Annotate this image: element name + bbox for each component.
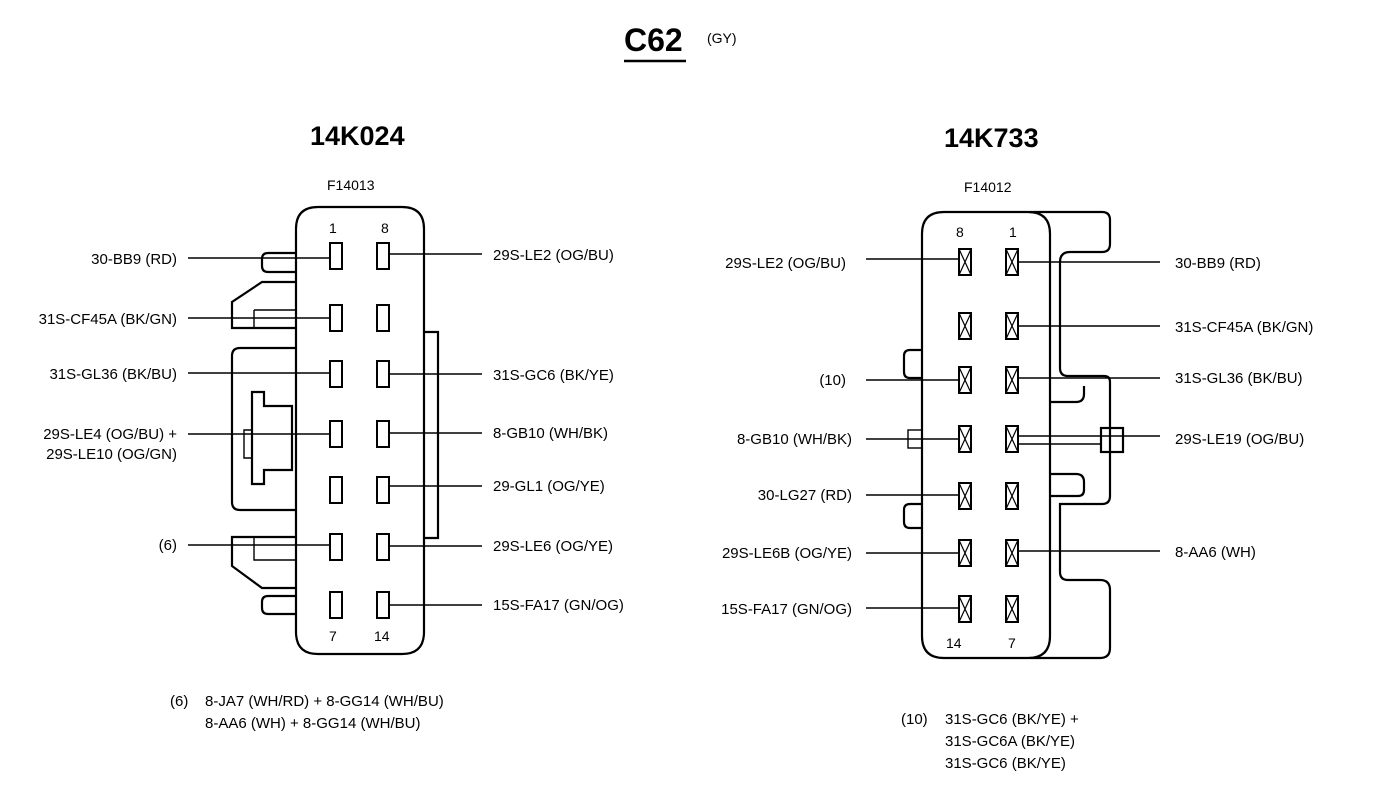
right-wire-label: 30-BB9 (RD) [1175,255,1261,272]
left-connector-body [294,205,426,656]
right-pin-number-8: 8 [956,224,964,240]
right-part-number: F14012 [964,179,1012,195]
left-wire-label: 29S-LE2 (OG/BU) [493,247,614,264]
left-connector-latch-upper [230,280,296,330]
right-wire-label: 31S-GL36 (BK/BU) [1175,370,1303,387]
left-pin [329,304,343,332]
right-pin-x-mark [1005,595,1019,623]
right-connector-tab-lower [902,502,922,530]
right-pin-x-mark [958,539,972,567]
left-connector-side-clip [230,346,296,512]
right-pin-x-mark [958,248,972,276]
right-footnote-ref: (10) [901,711,928,728]
right-wire-label: 29S-LE2 (OG/BU) [725,255,846,272]
right-pin-x-mark [1005,539,1019,567]
right-connector-body [920,210,1052,660]
right-wire-label: 29S-LE19 (OG/BU) [1175,431,1304,448]
right-model-number: 14K733 [944,123,1039,153]
left-footnote-ref: (6) [170,693,188,710]
right-pin-x-mark [958,312,972,340]
left-connector-clip-block [250,390,294,486]
right-footnote-line: 31S-GC6 (BK/YE) + [945,711,1079,728]
right-wire-label: (10) [819,372,846,389]
right-connector: 14K733 F14012 8 1 14 7 2 [721,123,1313,772]
left-wire-label: 31S-CF45A (BK/GN) [39,311,177,328]
right-footnote-line: 31S-GC6 (BK/YE) [945,755,1066,772]
connector-color-code: (GY) [707,30,737,46]
right-pin-x-mark [958,425,972,453]
left-footnote-line: 8-JA7 (WH/RD) + 8-GG14 (WH/BU) [205,693,444,710]
left-wire-label: 30-BB9 (RD) [91,251,177,268]
left-wire-label: 31S-GC6 (BK/YE) [493,367,614,384]
left-pin [376,476,390,504]
left-pin [329,242,343,270]
right-connector-inner-step-upper [1050,386,1086,404]
right-wire-label: 30-LG27 (RD) [758,487,852,504]
left-pin-number-1: 1 [329,220,337,236]
left-wire-label: 15S-FA17 (GN/OG) [493,597,624,614]
left-pin [376,360,390,388]
right-connector-right-stub [1099,426,1125,454]
right-connector-inner-step-lower [1050,472,1086,498]
left-wire-label: 29S-LE10 (OG/GN) [46,446,177,463]
left-connector-clip-detail [243,429,253,459]
right-connector-housing [1030,210,1112,660]
left-connector-right-rail [424,330,440,540]
right-wire-label: 8-GB10 (WH/BK) [737,431,852,448]
right-wire-label: 29S-LE6B (OG/YE) [722,545,852,562]
left-connector-tab-bottom [260,594,296,616]
right-pin-x-mark [1005,366,1019,394]
left-pin [376,304,390,332]
left-pin [376,242,390,270]
left-footnote-line: 8-AA6 (WH) + 8-GG14 (WH/BU) [205,715,420,732]
right-pin-x-mark [1005,312,1019,340]
left-pin [329,476,343,504]
left-pin [376,591,390,619]
right-wire-label: 15S-FA17 (GN/OG) [721,601,852,618]
left-pin [329,533,343,561]
left-pin [329,360,343,388]
left-pin-number-8: 8 [381,220,389,236]
left-wire-label: (6) [159,537,177,554]
left-wire-label: 29S-LE4 (OG/BU) + [43,426,177,443]
right-wire-label: 31S-CF45A (BK/GN) [1175,319,1313,336]
left-wire-label: 29S-LE6 (OG/YE) [493,538,613,555]
left-part-number: F14013 [327,177,375,193]
right-wire-label: 8-AA6 (WH) [1175,544,1256,561]
right-pin-x-mark [958,595,972,623]
left-connector-latch-lower-inner [253,537,296,561]
right-pin-number-14: 14 [946,635,962,651]
left-pin [329,591,343,619]
left-wire-label: 8-GB10 (WH/BK) [493,425,608,442]
left-wire-label: 29-GL1 (OG/YE) [493,478,605,495]
right-pin-x-mark [1005,248,1019,276]
right-pin-x-mark [958,366,972,394]
left-wire-label: 31S-GL36 (BK/BU) [49,366,177,383]
right-pin-array [958,248,1019,623]
left-connector: 14K024 F14013 1 8 7 14 [39,121,624,732]
connector-title: C62 [624,22,683,58]
right-connector-tab-upper [902,348,922,380]
right-pin-x-mark [1005,482,1019,510]
left-connector-tab-top [260,251,296,274]
right-footnote-line: 31S-GC6A (BK/YE) [945,733,1075,750]
left-model-number: 14K024 [310,121,405,151]
right-pin-number-1: 1 [1009,224,1017,240]
left-pin [329,420,343,448]
left-pin [376,533,390,561]
right-pin-x-mark [1005,425,1019,453]
left-pin-number-14: 14 [374,628,390,644]
right-pin-number-7: 7 [1008,635,1016,651]
right-pin-x-mark [958,482,972,510]
left-pin [376,420,390,448]
left-pin-number-7: 7 [329,628,337,644]
left-connector-latch-upper-inner [253,309,296,328]
